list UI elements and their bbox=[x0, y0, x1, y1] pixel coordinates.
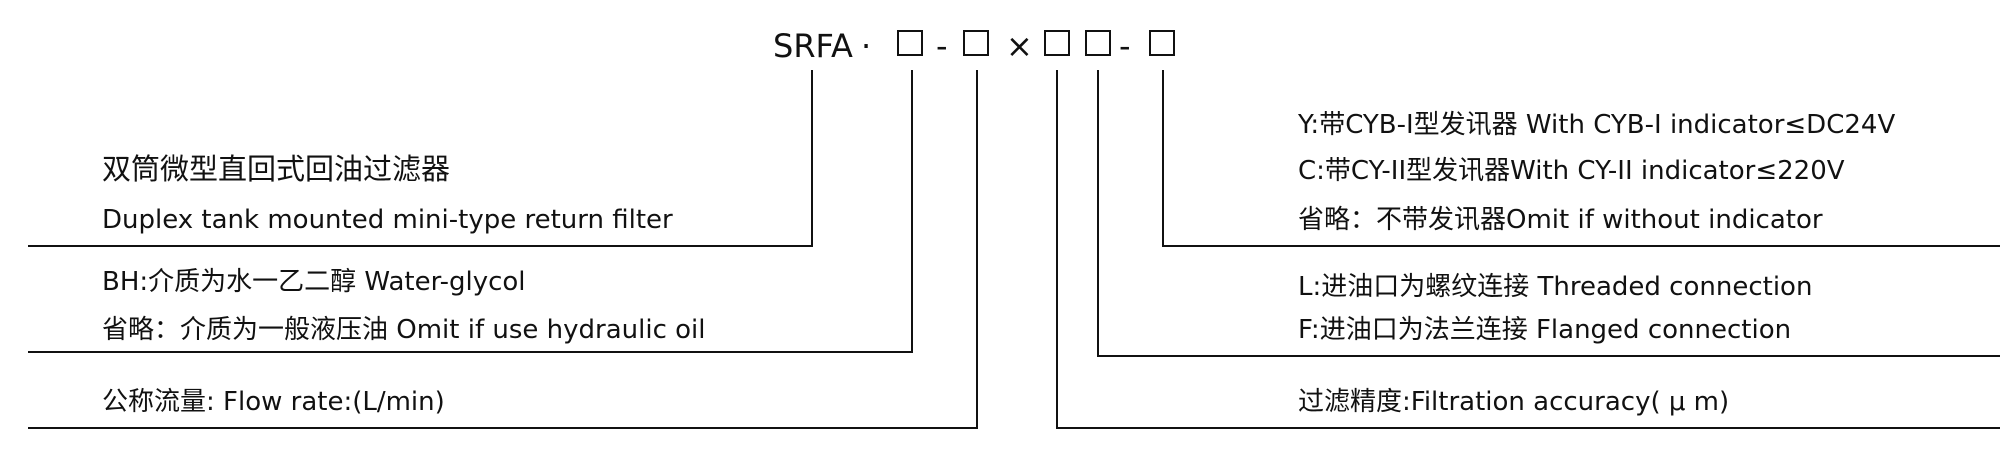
indicator-omit: 省略：不带发讯器Omit if without indicator bbox=[1298, 205, 1823, 235]
model-dot: · bbox=[861, 27, 872, 65]
model-code: SRFA · - × - bbox=[773, 24, 1193, 68]
connection-f: F:进油口为法兰连接 Flanged connection bbox=[1298, 315, 1792, 345]
code-box-accuracy bbox=[1085, 30, 1111, 56]
medium-bh: BH:介质为水一乙二醇 Water-glycol bbox=[102, 267, 526, 297]
code-box-flow-rate bbox=[1044, 30, 1070, 56]
leader-line-indicator bbox=[1162, 70, 2000, 247]
model-dash-2: - bbox=[1119, 27, 1131, 65]
flow-rate-label: 公称流量: Flow rate:(L/min) bbox=[102, 387, 445, 417]
leader-line-medium bbox=[28, 70, 913, 353]
leader-line-accuracy bbox=[1056, 70, 2000, 429]
code-box-indicator bbox=[1149, 30, 1175, 56]
name-zh: 双筒微型直回式回油过滤器 bbox=[102, 152, 451, 186]
leader-line-flow-rate bbox=[28, 70, 978, 429]
model-prefix: SRFA bbox=[773, 27, 853, 65]
medium-omit: 省略：介质为一般液压油 Omit if use hydraulic oil bbox=[102, 315, 706, 345]
connection-l: L:进油口为螺纹连接 Threaded connection bbox=[1298, 272, 1813, 302]
indicator-c: C:带CY-II型发讯器With CY-II indicator≤220V bbox=[1298, 156, 1845, 186]
leader-line-name bbox=[28, 70, 813, 247]
code-box-name bbox=[897, 30, 923, 56]
accuracy-label: 过滤精度:Filtration accuracy( μ m) bbox=[1298, 387, 1730, 417]
name-en: Duplex tank mounted mini-type return fil… bbox=[102, 205, 673, 235]
model-times: × bbox=[1006, 27, 1033, 65]
model-dash-1: - bbox=[936, 27, 948, 65]
leader-line-connection bbox=[1097, 70, 2000, 357]
code-box-medium bbox=[963, 30, 989, 56]
indicator-y: Y:带CYB-I型发讯器 With CYB-I indicator≤DC24V bbox=[1298, 110, 1896, 140]
